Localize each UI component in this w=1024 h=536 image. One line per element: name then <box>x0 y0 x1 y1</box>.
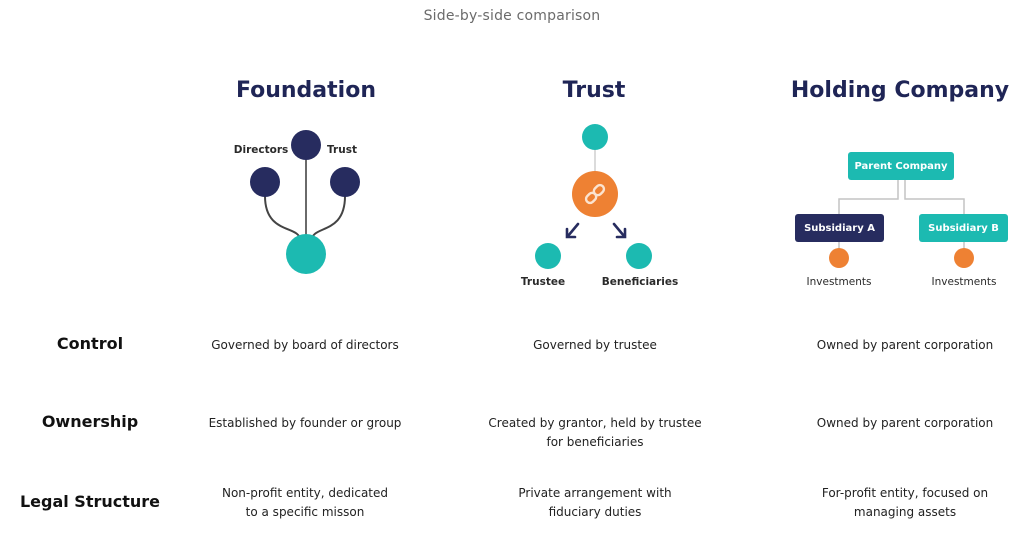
trust-diagram <box>535 124 652 269</box>
column-title-trust: Trust <box>562 78 626 103</box>
trust-grantor-node-icon <box>582 124 608 150</box>
foundation-diagram <box>250 130 360 274</box>
investments-b-label: Investments <box>931 276 997 288</box>
row-label-ownership: Ownership <box>41 412 139 431</box>
subsidiary-b-box: Subsidiary B <box>919 214 1008 242</box>
cell-ownership-foundation: Established by founder or group <box>208 416 402 430</box>
page-title: Side-by-side comparison <box>423 8 601 24</box>
column-title-holding-company: Holding Company <box>790 78 1010 103</box>
foundation-directors-node-icon <box>250 167 280 197</box>
cell-control-trust: Governed by trustee <box>533 338 657 352</box>
investments-a-label: Investments <box>806 276 872 288</box>
parent-company-box: Parent Company <box>848 152 954 180</box>
row-label-control: Control <box>56 334 124 353</box>
subsidiary-a-box: Subsidiary A <box>795 214 884 242</box>
trust-trustee-node-icon <box>535 243 561 269</box>
cell-ownership-holding: Owned by parent corporation <box>816 416 994 430</box>
cell-control-holding: Owned by parent corporation <box>816 338 994 352</box>
cell-legal-trust: Private arrangement with fiduciary dutie… <box>518 486 672 519</box>
arrow-down-right-icon <box>612 222 627 239</box>
column-title-foundation: Foundation <box>235 78 376 103</box>
foundation-trust-node-icon <box>330 167 360 197</box>
cell-legal-holding: For-profit entity, focused on managing a… <box>821 486 989 519</box>
foundation-root-node-icon <box>286 234 326 274</box>
cell-legal-foundation: Non-profit entity, dedicated to a specif… <box>221 486 389 519</box>
row-label-legal-structure: Legal Structure <box>19 492 161 511</box>
trust-beneficiaries-node-icon <box>626 243 652 269</box>
foundation-label-trust: Trust <box>327 144 357 156</box>
link-icon <box>584 183 606 205</box>
foundation-top-node-icon <box>291 130 321 160</box>
cell-ownership-trust: Created by grantor, held by trustee for … <box>488 416 702 449</box>
foundation-label-directors: Directors <box>233 144 289 156</box>
investments-b-node-icon <box>954 248 974 268</box>
trust-label-trustee: Trustee <box>520 276 566 288</box>
arrow-down-left-icon <box>565 222 580 239</box>
investments-a-node-icon <box>829 248 849 268</box>
cell-control-foundation: Governed by board of directors <box>211 338 399 352</box>
trust-label-beneficiaries: Beneficiaries <box>601 276 679 288</box>
